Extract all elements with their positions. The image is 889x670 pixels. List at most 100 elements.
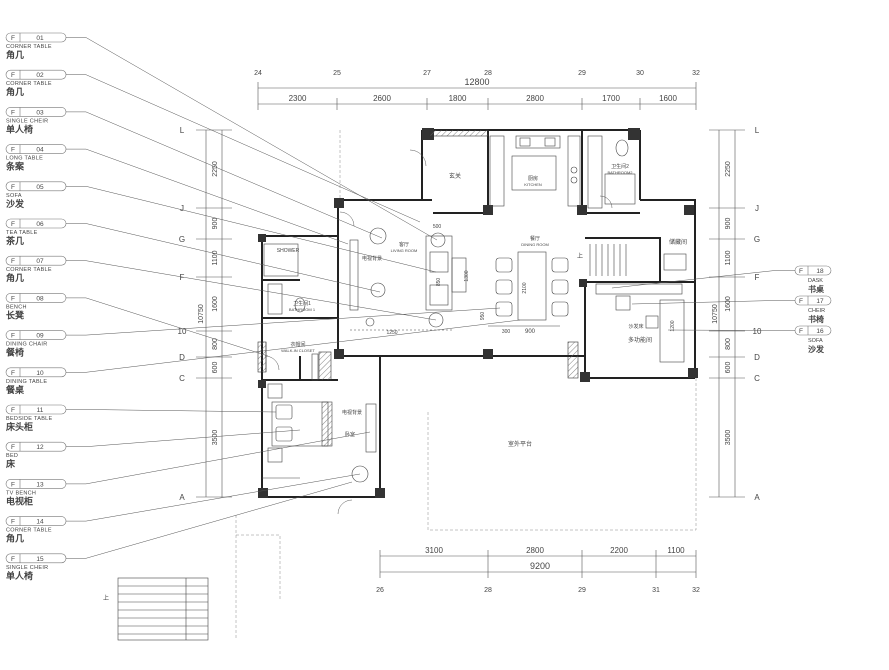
- legend-en: SINGLE CHEIR: [6, 565, 48, 571]
- leader-lines-right: [611, 270, 795, 331]
- legend-number: 10: [36, 370, 44, 377]
- room-terrace: 室外平台: [508, 440, 532, 448]
- dim-right-segment: 900: [725, 218, 732, 230]
- legend-number: 06: [36, 221, 44, 228]
- dim-left-segment: 3500: [212, 430, 219, 446]
- leader-line: [66, 473, 361, 522]
- legend-code: F: [11, 147, 15, 154]
- legend-cn: 餐椅: [5, 347, 24, 358]
- legend-number: 09: [36, 333, 44, 340]
- legend-code: F: [11, 481, 15, 488]
- legend-code: F: [11, 333, 15, 340]
- legend-number: 08: [36, 295, 44, 302]
- legend-cn: 床头柜: [6, 421, 33, 432]
- dim-bottom-segment: 1100: [667, 546, 685, 555]
- legend-cn: 角几: [6, 533, 24, 544]
- multi-room-furniture: [595, 283, 685, 363]
- legend-code: F: [799, 268, 803, 275]
- legend-cn: 角几: [6, 272, 24, 283]
- legend-number: 04: [36, 147, 44, 154]
- grid-row-label-left: J: [180, 204, 184, 213]
- dim-top-segment: 2600: [373, 94, 391, 103]
- legend-number: 05: [36, 184, 44, 191]
- grid-row-label-left: F: [180, 273, 185, 282]
- entrance-up-label: 上: [103, 594, 109, 602]
- doors: [264, 149, 613, 515]
- legend-code: F: [11, 407, 15, 414]
- leader-line: [66, 74, 421, 223]
- legend-code: F: [11, 109, 15, 116]
- grid-top-label: 29: [578, 70, 586, 77]
- legend-cn: 床: [6, 458, 16, 469]
- grid-top-label: 28: [484, 70, 492, 77]
- leader-line: [66, 260, 437, 321]
- grid-bottom-label: 26: [376, 587, 384, 594]
- leader-line: [631, 300, 795, 305]
- room-kitchen-en: KITCHEN: [524, 182, 542, 187]
- legend-code: F: [11, 184, 15, 191]
- legend-number: 16: [816, 328, 824, 335]
- dim-right-segment: 1100: [725, 250, 732, 265]
- bathroom2-fixtures: [587, 135, 636, 209]
- leader-line: [611, 270, 795, 289]
- grid-row-label-left: L: [180, 126, 185, 135]
- legend-en: LONG TABLE: [6, 156, 43, 162]
- room-labels: 玄关 厨房 KITCHEN 卫生间2 BATHROOM2 客厅 LIVING R…: [103, 163, 687, 602]
- grid-top-label: 32: [692, 70, 700, 77]
- legend-en: DINING TABLE: [6, 379, 47, 385]
- legend-en: CORNER TABLE: [6, 44, 52, 50]
- dim-top-total: 12800: [464, 77, 489, 87]
- room-sofa-bed: 沙发床: [628, 323, 643, 330]
- dining-furniture: [488, 251, 569, 327]
- dim-right-segment: 600: [725, 362, 732, 374]
- room-foyer: 玄关: [449, 172, 461, 180]
- svg-text:1250: 1250: [386, 330, 397, 336]
- legend-en: CORNER TABLE: [6, 81, 52, 87]
- svg-text:1200: 1200: [670, 320, 676, 331]
- legend-en: DINING CHAIR: [6, 342, 48, 348]
- dim-bottom-segment: 2200: [610, 546, 628, 555]
- dim-left-segment: 1600: [212, 296, 219, 312]
- legend-code: F: [11, 519, 15, 526]
- legend-code: F: [11, 35, 15, 42]
- dim-right-segment: 1600: [725, 296, 732, 312]
- dimension-bottom: [379, 550, 697, 578]
- entrance-stair: [117, 577, 209, 641]
- legend-cn: 单人椅: [6, 570, 33, 581]
- grid-bottom-label: 31: [652, 587, 660, 594]
- kitchen-fixtures: [489, 135, 581, 207]
- grid-row-label-right: G: [754, 235, 760, 244]
- leader-line: [66, 186, 437, 273]
- legend-code: F: [799, 328, 803, 335]
- leader-line: [66, 409, 277, 413]
- room-storage: 储藏间: [669, 238, 687, 246]
- legend-en: DASK: [808, 278, 823, 284]
- legend-cn: 餐桌: [5, 384, 25, 395]
- grid-top-label: 25: [333, 70, 341, 77]
- svg-text:850: 850: [436, 278, 442, 287]
- grid-row-label-right: 10: [753, 327, 762, 336]
- columns: [258, 128, 698, 498]
- walls: [261, 129, 696, 498]
- grid-row-label-left: D: [179, 353, 185, 362]
- legend-en: SOFA: [6, 193, 22, 199]
- legend-cn: 条案: [5, 161, 25, 172]
- room-dining: 餐厅: [530, 235, 540, 242]
- leader-line: [66, 307, 501, 336]
- dim-left-segment: 800: [212, 338, 219, 350]
- grid-row-label-right: D: [754, 353, 760, 362]
- legend-cn: 沙发: [6, 198, 25, 209]
